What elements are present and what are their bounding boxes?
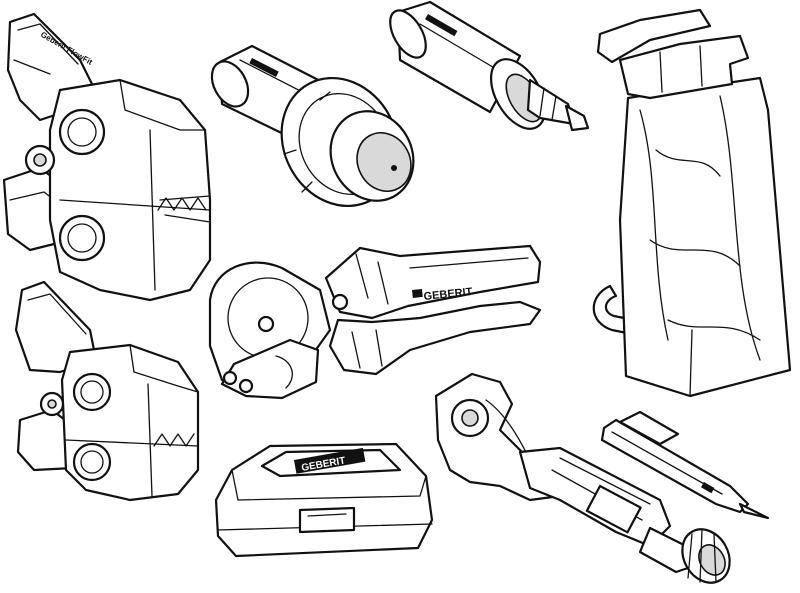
tube-cutter-icon [434,372,731,584]
cutter-logo: GEBERIT [423,286,473,303]
marker-pen-icon [600,410,770,520]
press-jaw-top-icon: Geberit FlowFit [2,12,212,302]
expander-handle-icon [210,44,415,208]
tool-case-icon: GEBERIT [214,442,434,558]
tool-bag-icon [592,8,792,398]
expander-tool-icon [389,0,590,132]
pipe-cutter-icon: GEBERIT [208,244,542,400]
press-jaw-bottom-icon [14,280,200,502]
